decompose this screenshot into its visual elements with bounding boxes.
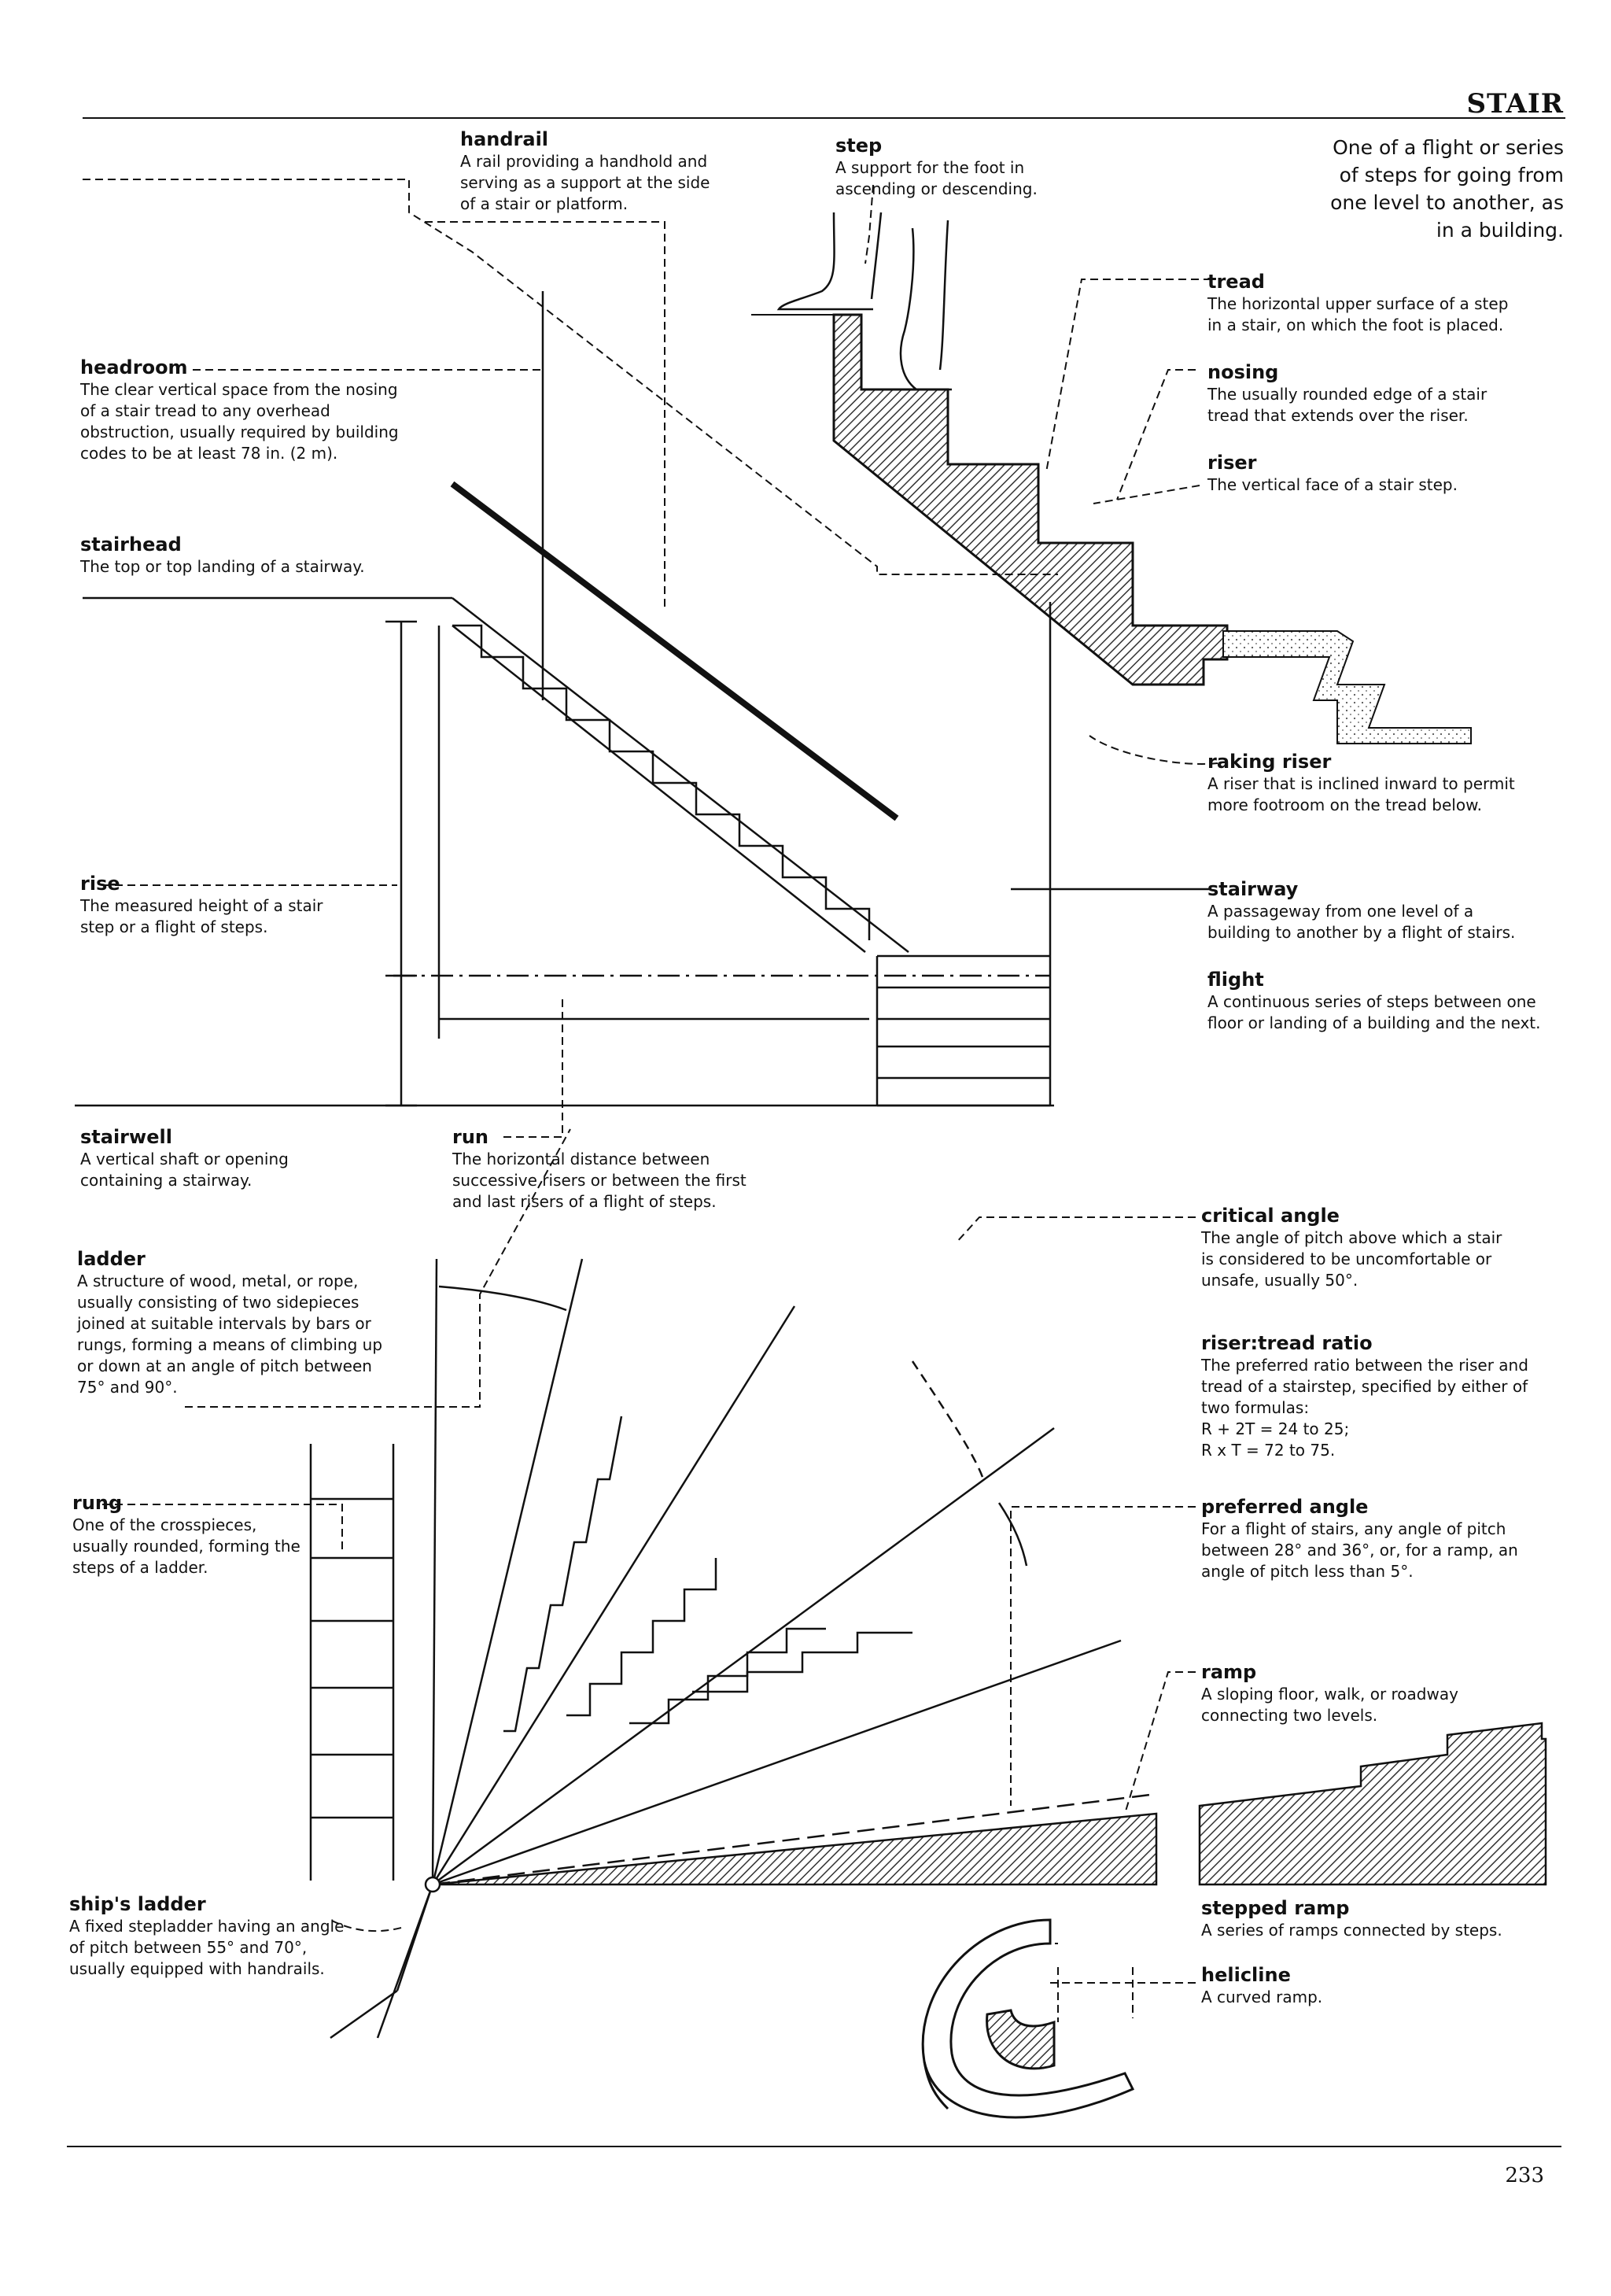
term-riser-tread-ratio: riser:tread ratio The preferred ratio be… [1201,1331,1528,1461]
term-ships-ladder: ship's ladder A fixed stepladder having … [69,1892,344,1980]
term-definition: The usually rounded edge of a stair trea… [1207,385,1488,425]
term-title: flight [1207,969,1264,991]
term-title: stepped ramp [1201,1897,1350,1919]
term-title: rung [72,1492,123,1514]
term-definition: The vertical face of a stair step. [1207,475,1458,494]
angle-fan-diagram [309,1258,1158,2039]
feet-drawing [776,212,952,391]
term-definition: A riser that is inclined inward to permi… [1207,774,1515,814]
term-ladder: ladder A structure of wood, metal, or ro… [77,1247,382,1398]
term-title: stairhead [80,533,182,556]
term-handrail: handrail A rail providing a handhold and… [460,127,710,215]
leader-lines-upper [83,179,1218,2022]
term-title: helicline [1201,1964,1291,1986]
term-title: preferred angle [1201,1496,1369,1518]
term-flight: flight A continuous series of steps betw… [1207,968,1540,1034]
term-run: run The horizontal distance between succ… [452,1125,747,1213]
term-definition: A fixed stepladder having an angle of pi… [69,1917,345,1978]
term-rung: rung One of the crosspieces, usually rou… [72,1491,300,1578]
term-step: step A support for the foot in ascending… [835,134,1038,200]
term-stairway: stairway A passageway from one level of … [1207,877,1515,943]
stair-section-hatched [751,313,1229,686]
term-critical-angle: critical angle The angle of pitch above … [1201,1204,1502,1291]
term-definition: The angle of pitch above which a stair i… [1201,1228,1502,1290]
term-title: stairway [1207,878,1299,900]
term-title: run [452,1126,489,1148]
term-definition: The preferred ratio between the riser an… [1201,1356,1528,1460]
page-title: STAIR [1466,88,1564,120]
term-definition: One of the crosspieces, usually rounded,… [72,1515,300,1577]
term-stairhead: stairhead The top or top landing of a st… [80,533,365,578]
term-title: headroom [80,356,188,378]
term-definition: A structure of wood, metal, or rope, usu… [77,1272,383,1397]
term-title: critical angle [1201,1205,1340,1227]
term-title: tread [1207,271,1265,293]
term-definition: A continuous series of steps between one… [1207,992,1541,1032]
term-title: ramp [1201,1661,1257,1683]
term-nosing: nosing The usually rounded edge of a sta… [1207,360,1487,426]
term-rise: rise The measured height of a stair step… [80,872,323,938]
term-title: handrail [460,128,549,150]
term-definition: A support for the foot in ascending or d… [835,158,1038,198]
term-ramp: ramp A sloping floor, walk, or roadway c… [1201,1660,1458,1726]
term-title: ladder [77,1248,146,1270]
stair-elevation [75,291,1211,1107]
term-definition: The horizontal distance between successi… [452,1150,747,1211]
term-riser: riser The vertical face of a stair step. [1207,451,1458,496]
term-definition: A curved ramp. [1201,1988,1323,2006]
raking-riser-detail [1222,630,1472,744]
term-definition: For a flight of stairs, any angle of pit… [1201,1519,1518,1581]
helicline-drawing [921,1918,1135,2119]
term-title: riser:tread ratio [1201,1332,1373,1354]
term-title: riser [1207,452,1257,474]
term-title: step [835,135,883,157]
term-stepped-ramp: stepped ramp A series of ramps connected… [1201,1896,1502,1941]
term-tread: tread The horizontal upper surface of a … [1207,270,1508,336]
term-definition: A sloping floor, walk, or roadway connec… [1201,1685,1458,1725]
term-definition: A series of ramps connected by steps. [1201,1921,1502,1940]
term-title: rise [80,873,120,895]
term-title: raking riser [1207,751,1332,773]
term-stairwell: stairwell A vertical shaft or opening co… [80,1125,289,1191]
stepped-ramp-drawing [1198,1722,1547,1886]
term-definition: The top or top landing of a stairway. [80,557,365,576]
term-definition: The measured height of a stair step or a… [80,896,323,936]
term-raking-riser: raking riser A riser that is inclined in… [1207,750,1515,816]
term-definition: The clear vertical space from the nosing… [80,380,399,463]
term-definition: A rail providing a handhold and serving … [460,152,710,213]
term-definition: A vertical shaft or opening containing a… [80,1150,289,1190]
page-number: 233 [1505,2164,1544,2187]
term-definition: The horizontal upper surface of a step i… [1207,294,1509,334]
term-helicline: helicline A curved ramp. [1201,1963,1322,2008]
headword-definition: One of a flight or series of steps for g… [1330,136,1564,242]
term-preferred-angle: preferred angle For a flight of stairs, … [1201,1495,1518,1582]
term-headroom: headroom The clear vertical space from t… [80,356,399,464]
term-definition: A passageway from one level of a buildin… [1207,902,1516,942]
term-title: nosing [1207,361,1279,383]
term-title: stairwell [80,1126,172,1148]
term-title: ship's ladder [69,1893,206,1915]
